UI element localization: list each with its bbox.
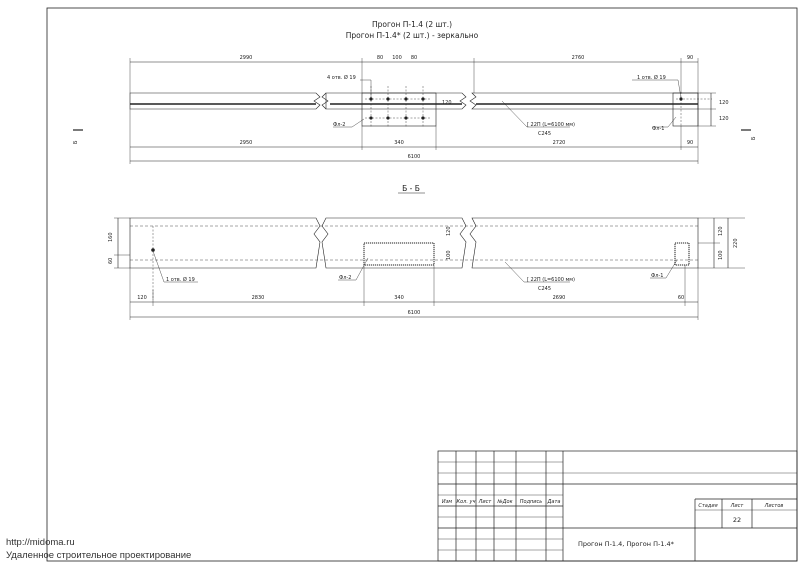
- section-title: Б - Б: [402, 184, 420, 193]
- tb-sheet-number: 22: [733, 516, 741, 524]
- section-dim-2690: 2690: [553, 295, 566, 301]
- section-hole-label: 1 отв. Ø 19: [166, 276, 195, 283]
- plan-beam-right: [469, 92, 699, 110]
- watermark-caption: Удаленное строительное проектирование: [6, 550, 192, 561]
- section-dim-160: 160: [108, 232, 114, 242]
- section-dim-right-100: 100: [718, 250, 724, 260]
- tb-header-list: Лист: [478, 499, 493, 505]
- sheet-frame: [46, 7, 798, 562]
- drawing-title-line2: Прогон П-1.4* (2 шт.) - зеркально: [346, 31, 479, 40]
- plan-dim-plate-120: 120: [442, 100, 452, 106]
- tb-stage-label: Стадия: [698, 503, 717, 509]
- section-dim-right-220: 220: [733, 238, 739, 248]
- plan-dim-2990: 2990: [240, 55, 253, 61]
- watermark-url[interactable]: http://midoma.ru: [6, 537, 75, 548]
- plan-dim-overall: 6100: [408, 154, 421, 160]
- plan-view: 2990 80 100 80 2760 90 120 120 120 2950 …: [73, 55, 757, 164]
- section-profile-label: [ 22П (L=6100 мм): [527, 277, 575, 283]
- plan-plate-left-label: Фл-2: [333, 122, 346, 128]
- plan-dim-90-bottom: 90: [687, 140, 693, 146]
- tb-drawing-name: Прогон П-1.4, Прогон П-1.4*: [578, 540, 675, 548]
- drawing-title-line1: Прогон П-1.4 (2 шт.): [372, 20, 452, 29]
- tb-sheets-label: Листов: [764, 503, 784, 509]
- plan-holes-left-label: 4 отв. Ø 19: [327, 74, 356, 81]
- section-hole: [151, 248, 155, 252]
- section-steel-label: С245: [538, 286, 551, 292]
- section-plate-right: [674, 242, 690, 266]
- section-dim-overall: 6100: [408, 310, 421, 316]
- section-dim-2830: 2830: [252, 295, 265, 301]
- tb-header-kol: Кол. уч: [457, 499, 476, 505]
- title-block: Изм Кол. уч Лист №Док Подпись Дата Стади…: [437, 450, 798, 562]
- section-dim-60-bottom: 60: [678, 295, 684, 301]
- section-plate-left-label: Фл-2: [339, 275, 352, 281]
- section-dim-60: 60: [108, 258, 114, 264]
- tb-header-date: Дата: [547, 499, 561, 505]
- plan-dim-2720: 2720: [553, 140, 566, 146]
- section-dim-340: 340: [394, 295, 404, 301]
- plan-beam-middle: [325, 92, 467, 110]
- section-beam-middle: [321, 217, 467, 269]
- plan-dim-80b: 80: [411, 55, 417, 61]
- plan-steel-label: С245: [538, 131, 551, 137]
- tb-sheet-label: Лист: [730, 503, 745, 509]
- plan-holes-right-label: 1 отв. Ø 19: [637, 74, 666, 81]
- section-plate-left: [363, 242, 435, 266]
- plan-dim-80a: 80: [377, 55, 383, 61]
- plan-plate-right-label: Фл-1: [652, 126, 665, 132]
- plan-dim-right-120b: 120: [719, 116, 729, 122]
- section-dim-inner-100: 100: [446, 250, 452, 260]
- plan-plate-right: [672, 92, 699, 127]
- section-beam-right: [469, 217, 699, 269]
- plan-beam-left: [129, 92, 321, 110]
- section-mark-left: Б: [73, 140, 79, 144]
- plan-dim-right-120a: 120: [719, 100, 729, 106]
- section-dim-120: 120: [137, 295, 147, 301]
- tb-header-doc: №Док: [496, 499, 512, 505]
- plan-dim-2760: 2760: [572, 55, 585, 61]
- plan-dim-2950: 2950: [240, 140, 253, 146]
- plan-dim-340: 340: [394, 140, 404, 146]
- plan-plate-left: [361, 92, 437, 127]
- plan-profile-label: [ 22П (L=6100 мм): [527, 122, 575, 128]
- tb-header-izm: Изм: [442, 499, 452, 505]
- section-mark-right: Б: [751, 136, 757, 140]
- plan-dim-100: 100: [392, 55, 402, 61]
- section-plate-right-label: Фл-1: [651, 273, 664, 279]
- section-dim-right-120: 120: [718, 226, 724, 236]
- section-dim-inner-120: 120: [446, 226, 452, 236]
- plan-dim-90-top: 90: [687, 55, 693, 61]
- tb-header-sign: Подпись: [520, 499, 543, 505]
- plan-bolt-holes: [369, 97, 683, 120]
- section-view: 160 60 120 100 220 120 100 120 2830 340 …: [108, 217, 745, 320]
- section-beam-left: [129, 217, 321, 269]
